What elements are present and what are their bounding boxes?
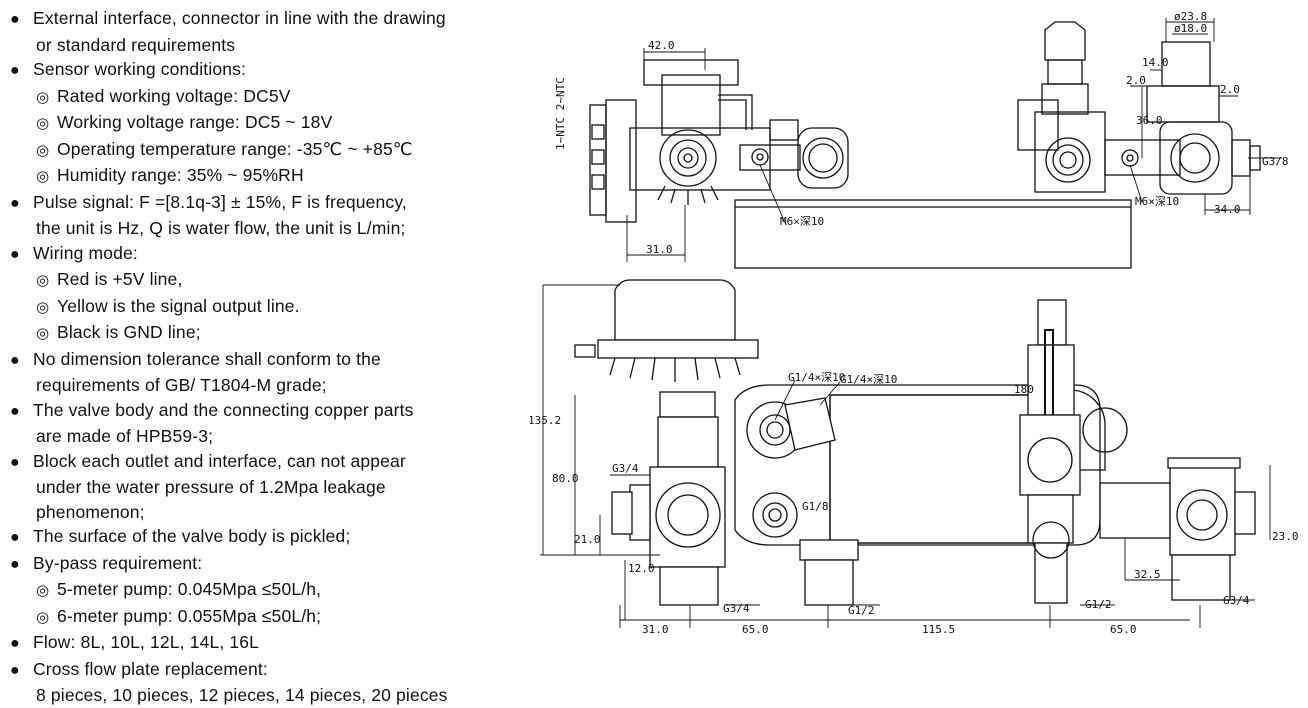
thread-g1-8: G1/8 — [802, 500, 829, 513]
spec-line-18: under the water pressure of 1.2Mpa leaka… — [36, 477, 386, 497]
dim-18: ø18.0 — [1174, 22, 1207, 35]
dim-23-8: ø23.8 — [1174, 10, 1207, 23]
thread-g1-2-left: G1/2 — [848, 604, 875, 617]
spec-line-1: or standard requirements — [36, 34, 236, 55]
dim-23: 23.0 — [1272, 530, 1299, 543]
spec-line-15: The valve body and the connecting copper… — [10, 398, 525, 425]
dim-12: 12.0 — [628, 562, 655, 575]
spec-line-20: The surface of the valve body is pickled… — [10, 524, 525, 551]
thread-g3-8: G3/8 — [1262, 155, 1289, 168]
spec-line-4: Working voltage range: DC5 ~ 18V — [10, 110, 525, 137]
spec-line-11: Yellow is the signal output line. — [10, 294, 525, 321]
dim-32-5: 32.5 — [1134, 568, 1161, 581]
spec-line-3: Rated working voltage: DC5V — [10, 84, 525, 111]
spec-line-8: the unit is Hz, Q is water flow, the uni… — [36, 218, 406, 238]
specifications-list: External interface, connector in line wi… — [10, 6, 525, 708]
spec-line-7: Pulse signal: F =[8.1q-3] ± 15%, F is fr… — [10, 190, 525, 217]
top-view: 1~NTC 2~NTC — [554, 10, 1289, 269]
thread-g3-4-bottom-right: G3/4 — [1223, 594, 1250, 607]
spec-line-19: phenomenon; — [36, 501, 145, 522]
technical-drawing: 1~NTC 2~NTC — [530, 10, 1299, 636]
spec-line-0: External interface, connector in line wi… — [10, 6, 525, 33]
spec-line-2: Sensor working conditions: — [10, 57, 525, 84]
spec-line-21: By-pass requirement: — [10, 551, 525, 578]
dim-2-left: 2.0 — [1126, 74, 1146, 87]
dim-14: 14.0 — [1142, 56, 1169, 69]
svg-text:1~NTC 2~NTC: 1~NTC 2~NTC — [554, 77, 567, 150]
bottom-dim-65-left: 65.0 — [742, 623, 769, 636]
spec-line-5: Operating temperature range: -35℃ ~ +85℃ — [10, 137, 525, 164]
spec-line-24: Flow: 8L, 10L, 12L, 14L, 16L — [10, 630, 525, 657]
dim-42: 42.0 — [648, 39, 675, 52]
dim-135-2: 135.2 — [530, 414, 561, 427]
spec-line-25: Cross flow plate replacement: — [10, 657, 525, 684]
spec-line-16: are made of HPB59-3; — [36, 426, 214, 446]
dim-34: 34.0 — [1214, 203, 1241, 216]
spec-line-13: No dimension tolerance shall conform to … — [10, 347, 525, 374]
dim-21: 21.0 — [574, 533, 601, 546]
m6-label-right: M6×深10 — [1135, 195, 1179, 208]
spec-line-17: Block each outlet and interface, can not… — [10, 449, 525, 476]
bottom-dim-31: 31.0 — [642, 623, 669, 636]
dim-31-top: 31.0 — [646, 243, 673, 256]
spec-line-26: 8 pieces, 10 pieces, 12 pieces, 14 piece… — [36, 685, 448, 705]
spec-line-9: Wiring mode: — [10, 241, 525, 268]
thread-g1-4-b: G1/4×深10 — [840, 373, 897, 386]
spec-line-12: Black is GND line; — [10, 320, 525, 347]
dim-80: 80.0 — [552, 472, 579, 485]
thread-g3-4-bottom-left: G3/4 — [723, 602, 750, 615]
spec-line-23: 6-meter pump: 0.055Mpa ≤50L/h; — [10, 604, 525, 631]
thread-g3-4-left: G3/4 — [612, 462, 639, 475]
spec-line-10: Red is +5V line, — [10, 267, 525, 294]
spec-line-6: Humidity range: 35% ~ 95%RH — [10, 163, 525, 190]
front-view: 135.2 80.0 21.0 12.0 23.0 32.5 180 G3/4 … — [530, 279, 1299, 636]
spec-line-22: 5-meter pump: 0.045Mpa ≤50L/h, — [10, 577, 525, 604]
dim-36: 36.0 — [1136, 114, 1163, 127]
thread-g1-2-right: G1/2 — [1085, 598, 1112, 611]
bottom-dim-115-5: 115.5 — [922, 623, 955, 636]
dim-2-right: 2.0 — [1220, 83, 1240, 96]
bottom-dim-65-right: 65.0 — [1110, 623, 1137, 636]
m6-label-left: M6×深10 — [780, 215, 824, 228]
spec-line-14: requirements of GB/ T1804-M grade; — [36, 375, 327, 395]
thread-g1-4-a: G1/4×深10 — [788, 371, 845, 384]
dim-180: 180 — [1014, 383, 1034, 396]
